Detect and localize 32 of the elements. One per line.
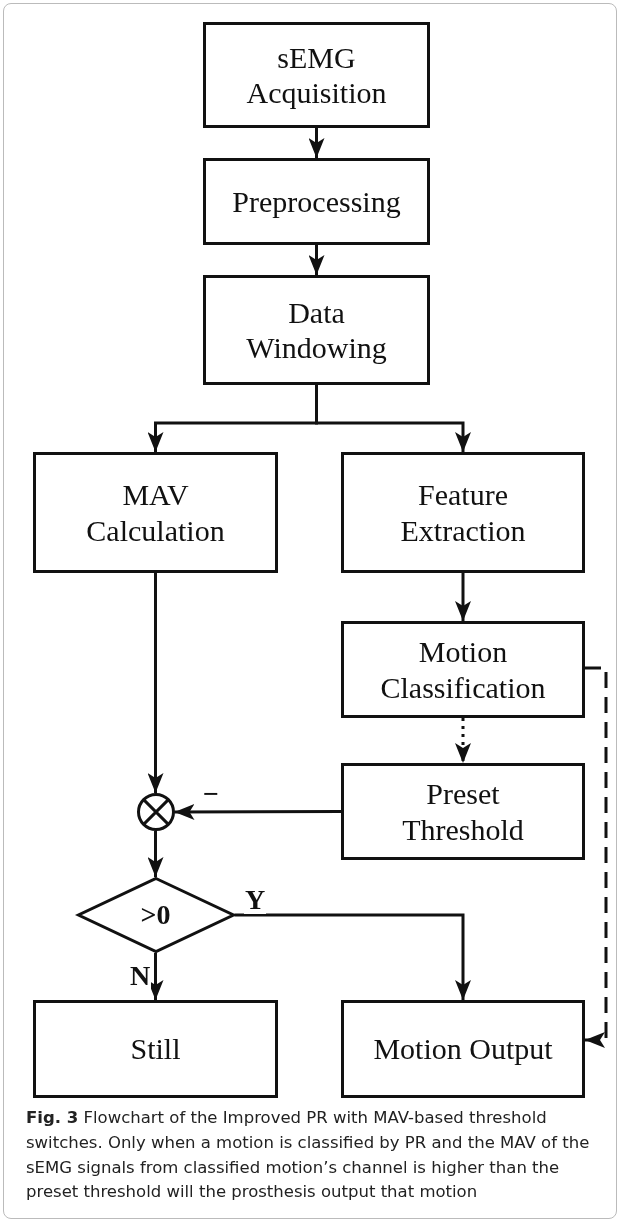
node-label: >0 [139,898,172,932]
node-label: Data Windowing [245,294,388,366]
node-label: Feature Extraction [399,477,527,548]
summing-junction [136,793,175,831]
process-box [341,452,585,573]
arrow [147,573,164,793]
node-label: MAV Calculation [85,477,226,548]
arrow [315,385,471,452]
process-box [341,621,585,718]
process-box [203,158,430,245]
process-box [33,1000,278,1098]
decision-diamond [76,877,235,953]
node-label: Motion Classification [379,634,547,705]
arrow [455,573,471,621]
arrow [308,245,325,275]
arrow [308,128,325,158]
arrow [234,913,471,1000]
process-box [203,275,430,385]
node-label: Preprocessing [231,183,402,220]
node-label: Motion Output [372,1031,554,1067]
figure-caption: Fig. 3 Flowchart of the Improved PR with MAV-based threshold switches. Only when a motion is classified by PR and the MAV of the sEMG signals from classified motion’s channel is higher than the preset threshold will the prosthesis output that motion [26,1107,591,1204]
node-label: Preset Threshold [401,776,525,847]
node-label: Still [129,1031,182,1067]
arrow [455,718,471,763]
process-box [341,763,585,860]
process-box [341,1000,585,1098]
arrow [147,831,164,877]
arrow [585,666,608,1048]
arrow [174,803,341,820]
process-box [203,22,430,128]
process-box [33,452,278,573]
node-label: sEMG Acquisition [245,39,388,111]
